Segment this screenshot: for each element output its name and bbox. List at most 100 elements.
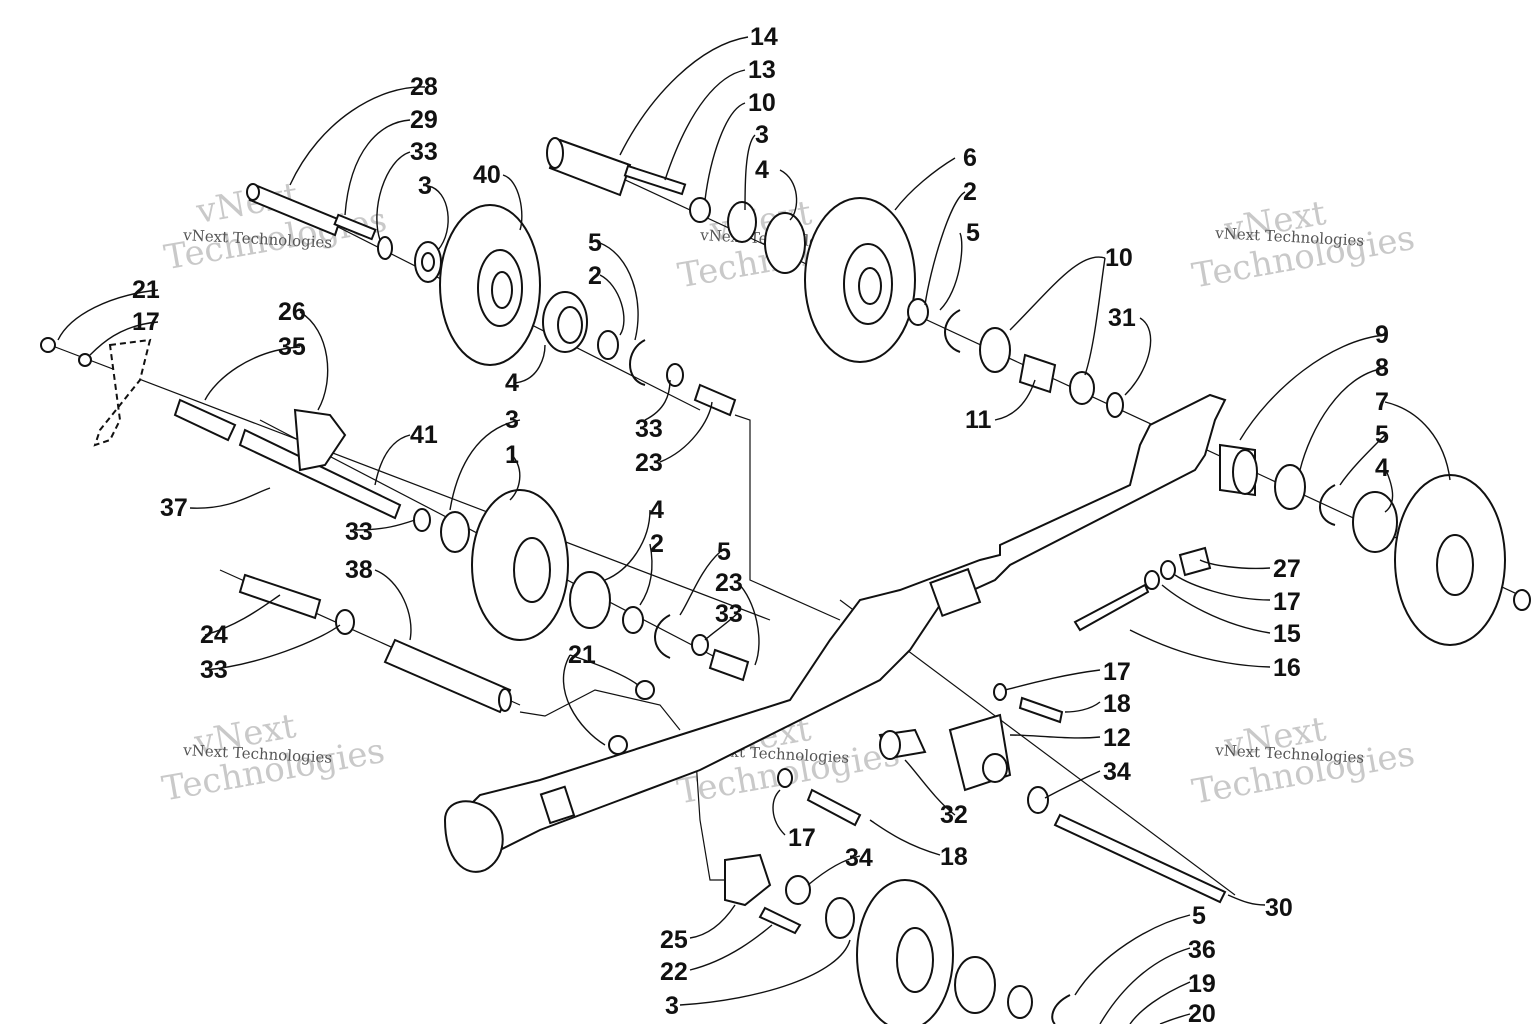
- callout-1: 1: [505, 441, 519, 469]
- callout-33: 33: [715, 600, 743, 628]
- callout-12: 12: [1103, 724, 1131, 752]
- callout-33: 33: [345, 518, 373, 546]
- callout-4: 4: [505, 369, 519, 397]
- callout-11: 11: [965, 406, 992, 434]
- callout-25: 25: [660, 926, 688, 954]
- bearing-4-center: [764, 212, 806, 274]
- callout-35: 35: [278, 333, 306, 361]
- leader-lines: [57, 36, 1451, 1024]
- washer-34-right: [1027, 786, 1049, 814]
- bolt-16: [1073, 583, 1150, 632]
- washer-33-mid: [666, 363, 684, 387]
- callout-21: 21: [568, 641, 596, 669]
- callout-28: 28: [410, 73, 438, 101]
- spacer-23-top: [693, 383, 737, 417]
- callout-10: 10: [1105, 244, 1133, 272]
- callout-3: 3: [755, 121, 769, 149]
- bearing-bottom: [954, 956, 996, 1014]
- watermark-top-left: vNext Technologies: [161, 175, 390, 278]
- snap-ring-5-center: [944, 309, 961, 353]
- washer-8: [1274, 464, 1306, 510]
- callout-23: 23: [635, 449, 663, 477]
- callout-27: 27: [1273, 555, 1301, 583]
- washer-31: [1106, 392, 1124, 418]
- bushing-3-center: [727, 201, 757, 243]
- callout-13: 13: [748, 56, 776, 84]
- nut-21-a: [635, 680, 655, 700]
- sleeve-35: [173, 398, 237, 442]
- spacer-11: [1018, 353, 1057, 394]
- bushing-3-left: [440, 511, 470, 553]
- callout-34: 34: [845, 844, 873, 872]
- bearing-4-mid: [569, 571, 611, 629]
- callout-14: 14: [750, 23, 778, 51]
- callout-5: 5: [1375, 421, 1389, 449]
- washer-10-top: [689, 197, 711, 223]
- callout-9: 9: [1375, 321, 1389, 349]
- washer-2-mid: [622, 606, 644, 634]
- washer-33-left: [413, 508, 431, 532]
- washer-2-top: [597, 330, 619, 360]
- callout-41: 41: [410, 421, 438, 449]
- washer-17-center: [993, 683, 1007, 701]
- snap-ring-5-mid: [654, 614, 671, 659]
- spacer-23-mid: [708, 648, 750, 682]
- nut-21-b: [608, 735, 628, 755]
- callout-37: 37: [160, 494, 188, 522]
- callout-36: 36: [1188, 936, 1216, 964]
- bushing-3-bottom: [825, 897, 855, 939]
- callout-22: 22: [660, 958, 688, 986]
- callout-24: 24: [200, 621, 228, 649]
- callout-17: 17: [788, 824, 816, 852]
- callout-33: 33: [200, 656, 228, 684]
- callout-7: 7: [1375, 388, 1389, 416]
- bolt-18-top: [1018, 696, 1064, 724]
- callout-5: 5: [1192, 902, 1206, 930]
- callout-10: 10: [748, 89, 776, 117]
- callout-20: 20: [1188, 1000, 1216, 1024]
- callout-17: 17: [132, 308, 160, 336]
- callout-3: 3: [505, 406, 519, 434]
- callout-33: 33: [410, 138, 438, 166]
- bracket-26: [293, 408, 347, 472]
- callout-5: 5: [717, 538, 731, 566]
- bolt-30: [1053, 813, 1227, 904]
- washer-2-center: [907, 298, 929, 326]
- washer-10-right: [1069, 371, 1095, 405]
- bolt-22: [758, 906, 802, 935]
- callout-30: 30: [1265, 894, 1293, 922]
- callout-31: 31: [1108, 304, 1136, 332]
- washer-33-mid2: [691, 634, 709, 656]
- callout-6: 6: [963, 144, 977, 172]
- bearing-4-right: [1352, 491, 1398, 553]
- callout-32: 32: [940, 801, 968, 829]
- callout-19: 19: [1188, 970, 1216, 998]
- bearing-10-right: [979, 327, 1011, 373]
- snap-ring-5-top: [629, 339, 646, 386]
- washer-33-top: [377, 236, 393, 260]
- callout-3: 3: [418, 172, 432, 200]
- callout-40: 40: [473, 161, 501, 189]
- callout-23: 23: [715, 569, 743, 597]
- callout-29: 29: [410, 106, 438, 134]
- callout-26: 26: [278, 298, 306, 326]
- callout-labels: 14 13 10 3 4 28 29 33 3 40 6 2 5 10 31 1…: [132, 23, 1389, 1024]
- shaft-24: [238, 573, 322, 620]
- callout-33: 33: [635, 415, 663, 443]
- callout-21: 21: [132, 276, 160, 304]
- callout-4: 4: [1375, 454, 1389, 482]
- snap-ring-5-right: [1319, 484, 1336, 526]
- callout-17: 17: [1273, 588, 1301, 616]
- washer-33-low: [335, 609, 355, 635]
- callout-16: 16: [1273, 654, 1301, 682]
- callout-2: 2: [588, 262, 602, 290]
- callout-34: 34: [1103, 758, 1131, 786]
- callout-18: 18: [940, 843, 968, 871]
- callout-4: 4: [650, 496, 664, 524]
- callout-15: 15: [1273, 620, 1301, 648]
- callout-17: 17: [1103, 658, 1131, 686]
- callout-4: 4: [755, 156, 769, 184]
- spacer-27: [1178, 546, 1212, 577]
- callout-18: 18: [1103, 690, 1131, 718]
